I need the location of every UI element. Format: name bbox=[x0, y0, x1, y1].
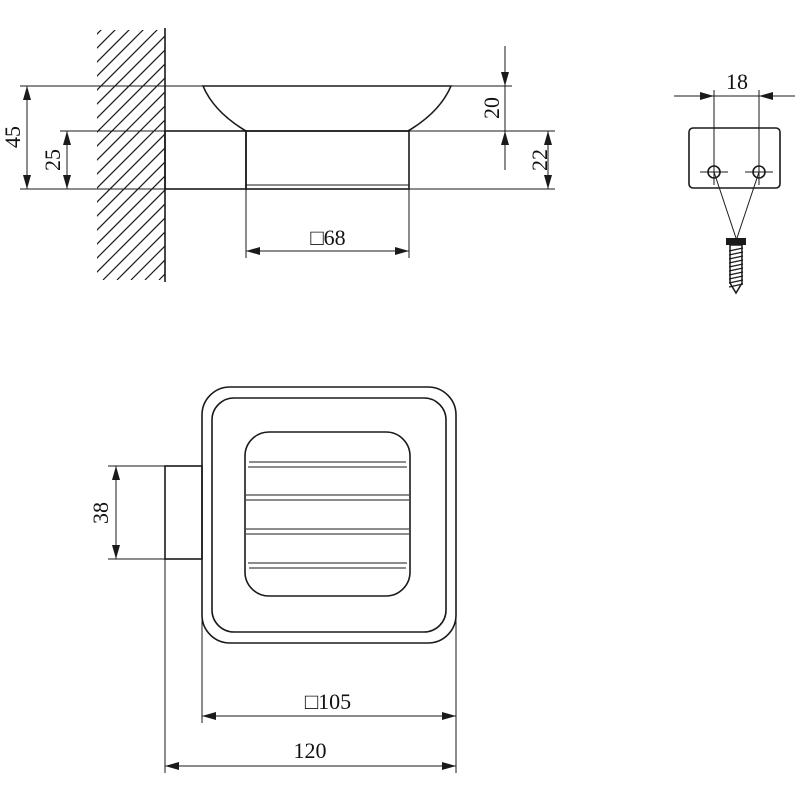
tray-ribs bbox=[246, 461, 409, 569]
arrow bbox=[112, 545, 120, 559]
arrow bbox=[501, 72, 509, 86]
top-view: 38 □105 120 bbox=[88, 386, 457, 773]
arrow bbox=[700, 92, 714, 100]
dim-label-45: 45 bbox=[0, 126, 25, 148]
dim-label-20: 20 bbox=[479, 97, 504, 119]
arrow bbox=[165, 762, 179, 770]
dim-label-105: □105 bbox=[305, 689, 351, 714]
thread-line bbox=[728, 255, 744, 260]
dish-bowl bbox=[201, 85, 453, 132]
mount-block bbox=[164, 130, 247, 190]
screw-guide-left bbox=[713, 171, 737, 239]
hatch-line bbox=[97, 30, 158, 91]
mount-plate bbox=[688, 127, 781, 189]
dish-outer bbox=[201, 386, 457, 644]
thread-line bbox=[728, 259, 744, 264]
dim-label-68: □68 bbox=[310, 225, 345, 250]
dim-label-38: 38 bbox=[88, 502, 113, 524]
arrow bbox=[112, 466, 120, 480]
thread-line bbox=[728, 263, 744, 268]
side-view: 45 25 20 22 □68 bbox=[0, 20, 555, 282]
hatch-line bbox=[97, 77, 165, 147]
hatch-line bbox=[130, 245, 165, 280]
hatch-line bbox=[116, 231, 165, 280]
hatch-line bbox=[97, 105, 165, 175]
dish-rim bbox=[211, 397, 447, 633]
thread-line bbox=[728, 251, 744, 256]
arrow bbox=[442, 712, 456, 720]
mount-block-top bbox=[164, 465, 203, 560]
hatch-line bbox=[144, 259, 165, 280]
hatch-line bbox=[102, 217, 165, 280]
hatch-line bbox=[97, 30, 144, 77]
hatch-line bbox=[97, 30, 130, 63]
hatch-line bbox=[97, 189, 165, 259]
arrow bbox=[23, 86, 31, 100]
hatch-line bbox=[97, 91, 165, 161]
wall-hatching bbox=[97, 20, 433, 280]
hatch-line bbox=[97, 63, 165, 133]
hatch-line bbox=[97, 147, 165, 217]
arrow bbox=[202, 712, 216, 720]
hatch-line bbox=[97, 203, 165, 273]
screw-icon bbox=[726, 238, 746, 295]
dim-label-18: 18 bbox=[726, 69, 748, 94]
arrow bbox=[63, 175, 71, 189]
arrow bbox=[395, 247, 409, 255]
thread-line bbox=[728, 247, 744, 252]
hatch-line bbox=[97, 161, 165, 231]
hatch-line bbox=[158, 273, 165, 280]
hatch-line bbox=[97, 133, 165, 203]
arrow bbox=[442, 762, 456, 770]
hatch-line bbox=[97, 49, 165, 119]
dim-label-120: 120 bbox=[294, 738, 327, 763]
arrow bbox=[759, 92, 773, 100]
arrow bbox=[544, 175, 552, 189]
hatch-line bbox=[173, 20, 433, 280]
arrow bbox=[63, 131, 71, 145]
dim-label-22: 22 bbox=[527, 149, 552, 171]
thread-line bbox=[728, 267, 744, 272]
arrow bbox=[544, 131, 552, 145]
arrow bbox=[23, 175, 31, 189]
mount-detail-view: 18 bbox=[674, 69, 795, 295]
hatch-line bbox=[97, 175, 165, 245]
arrow bbox=[501, 131, 509, 145]
arrow bbox=[246, 247, 260, 255]
hatch-line bbox=[97, 35, 165, 105]
screw-guide-right bbox=[736, 171, 760, 239]
thread-line bbox=[728, 283, 744, 288]
thread-line bbox=[728, 271, 744, 276]
thread-line bbox=[728, 279, 744, 284]
dim-label-25: 25 bbox=[40, 149, 65, 171]
thread-line bbox=[728, 275, 744, 280]
dish-base bbox=[245, 130, 410, 190]
dish-tray bbox=[244, 431, 411, 597]
hatch-line bbox=[97, 119, 165, 189]
